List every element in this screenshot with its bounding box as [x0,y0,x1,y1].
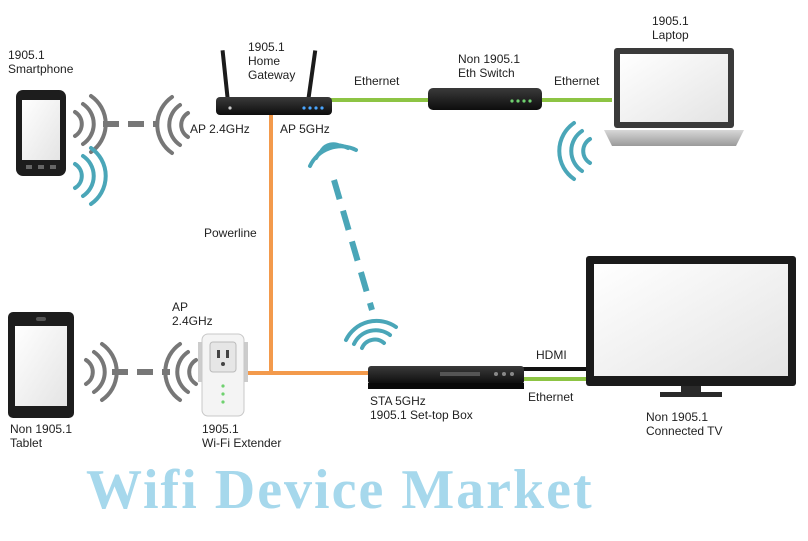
laptop-signal-icon [557,121,592,181]
settop-label: STA 5GHz 1905.1 Set-top Box [370,394,473,422]
extender-ap-label-line2: 2.4GHz [172,314,213,328]
gateway-signal-24ghz-icon [155,95,190,155]
extender-label-line2: Wi-Fi Extender [202,436,282,450]
laptop-label-line1: 1905.1 [652,14,689,28]
tv-label: Non 1905.1 Connected TV [646,410,723,438]
connected-tv-icon [586,256,796,397]
smartphone-signal-5ghz-icon [73,146,108,206]
ethernet-label-gateway-switch: Ethernet [354,74,400,88]
switch-label-line1: Non 1905.1 [458,52,521,66]
home-gateway-icon [216,50,332,115]
laptop-icon [604,48,744,146]
tablet-signal-icon [84,342,119,402]
smartphone-label: 1905.1 Smartphone [8,48,73,76]
laptop-label: 1905.1 Laptop [652,14,689,42]
hdmi-label: HDMI [536,348,567,362]
gateway-label-line1: 1905.1 [248,40,285,54]
wifi-signals [73,94,592,402]
settop-label-line2: 1905.1 Set-top Box [370,408,473,422]
settop-label-line1: STA 5GHz [370,394,426,408]
smartphone-icon [16,90,66,176]
extender-label-line1: 1905.1 [202,422,239,436]
extender-label: 1905.1 Wi-Fi Extender [202,422,281,450]
watermark-text: Wifi Device Market [86,459,594,521]
connection-lines [103,98,612,381]
powerline-label: Powerline [204,226,257,240]
tablet-icon [8,312,74,418]
gateway-label-line3: Gateway [248,68,296,82]
tablet-label-line2: Tablet [10,436,43,450]
gateway-signal-5ghz-icon [308,142,358,168]
smartphone-label-line1: 1905.1 [8,48,45,62]
tv-label-line1: Non 1905.1 [646,410,709,424]
gateway-label-line2: Home [248,54,281,68]
ethernet-label-settop-tv: Ethernet [528,390,574,404]
tablet-label: Non 1905.1 Tablet [10,422,72,450]
extender-signal-icon [163,342,198,402]
switch-label-line2: Eth Switch [458,66,515,80]
settop-box-icon [368,366,524,389]
wifi-extender-icon [198,333,248,417]
ap-5ghz-label: AP 5GHz [280,122,330,136]
switch-label: Non 1905.1 Eth Switch [458,52,520,80]
ethernet-switch-icon [428,88,542,110]
laptop-label-line2: Laptop [652,28,689,42]
tablet-label-line1: Non 1905.1 [10,422,73,436]
smartphone-signal-gray-icon [73,94,108,154]
smartphone-label-line2: Smartphone [8,62,74,76]
wifi-5ghz-dashed-link [331,179,375,311]
gateway-label: 1905.1 Home Gateway [248,40,295,82]
settop-signal-icon [344,318,398,350]
extender-ap-label: AP 2.4GHz [172,300,213,328]
extender-ap-label-line1: AP [172,300,189,314]
ethernet-label-switch-laptop: Ethernet [554,74,600,88]
ap-24ghz-label: AP 2.4GHz [190,122,250,136]
tv-label-line2: Connected TV [646,424,723,438]
